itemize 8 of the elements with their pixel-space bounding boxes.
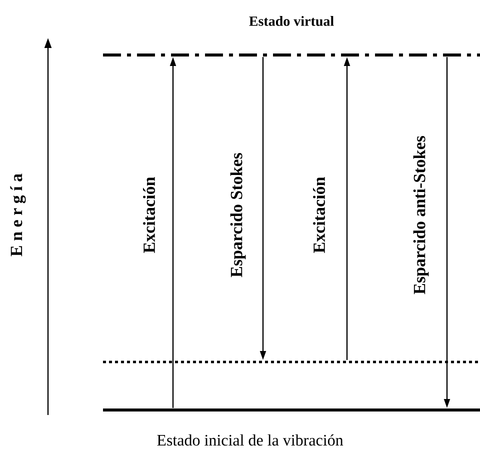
edge-label: Excitación (142, 176, 156, 254)
energy-level: Estado virtual (103, 16, 480, 56)
edge-label: Esparcido Stokes (229, 152, 247, 278)
energy-level (103, 360, 480, 364)
energy-level: Estado inicial de la vibración (103, 408, 480, 446)
edge-label: Esparcido anti-Stokes (412, 134, 430, 296)
axis-label: E n e r g í a (10, 174, 26, 256)
edge-label: Excitación (312, 176, 326, 254)
